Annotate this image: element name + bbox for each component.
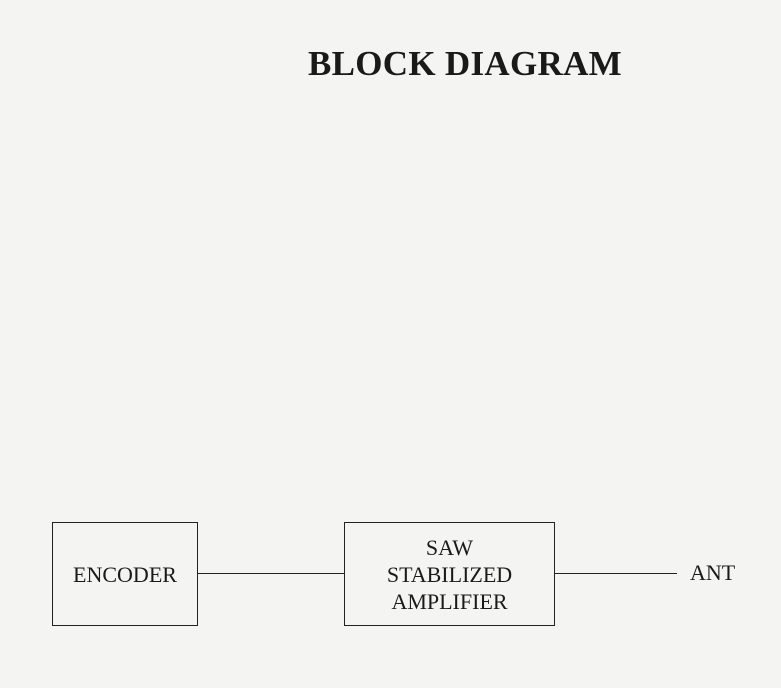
amplifier-label-line-1: SAW [425, 534, 474, 560]
encoder-block: ENCODER [52, 522, 198, 626]
encoder-to-amplifier-line [197, 573, 345, 574]
diagram-title: BLOCK DIAGRAM [307, 44, 623, 83]
amplifier-label-line-2: STABILIZED [386, 561, 513, 587]
saw-amplifier-block: SAW STABILIZED AMPLIFIER [344, 522, 555, 626]
amplifier-label-line-3: AMPLIFIER [391, 588, 508, 614]
amplifier-to-antenna-line [554, 573, 677, 574]
encoder-label: ENCODER [73, 561, 177, 587]
antenna-label: ANT [690, 560, 736, 585]
